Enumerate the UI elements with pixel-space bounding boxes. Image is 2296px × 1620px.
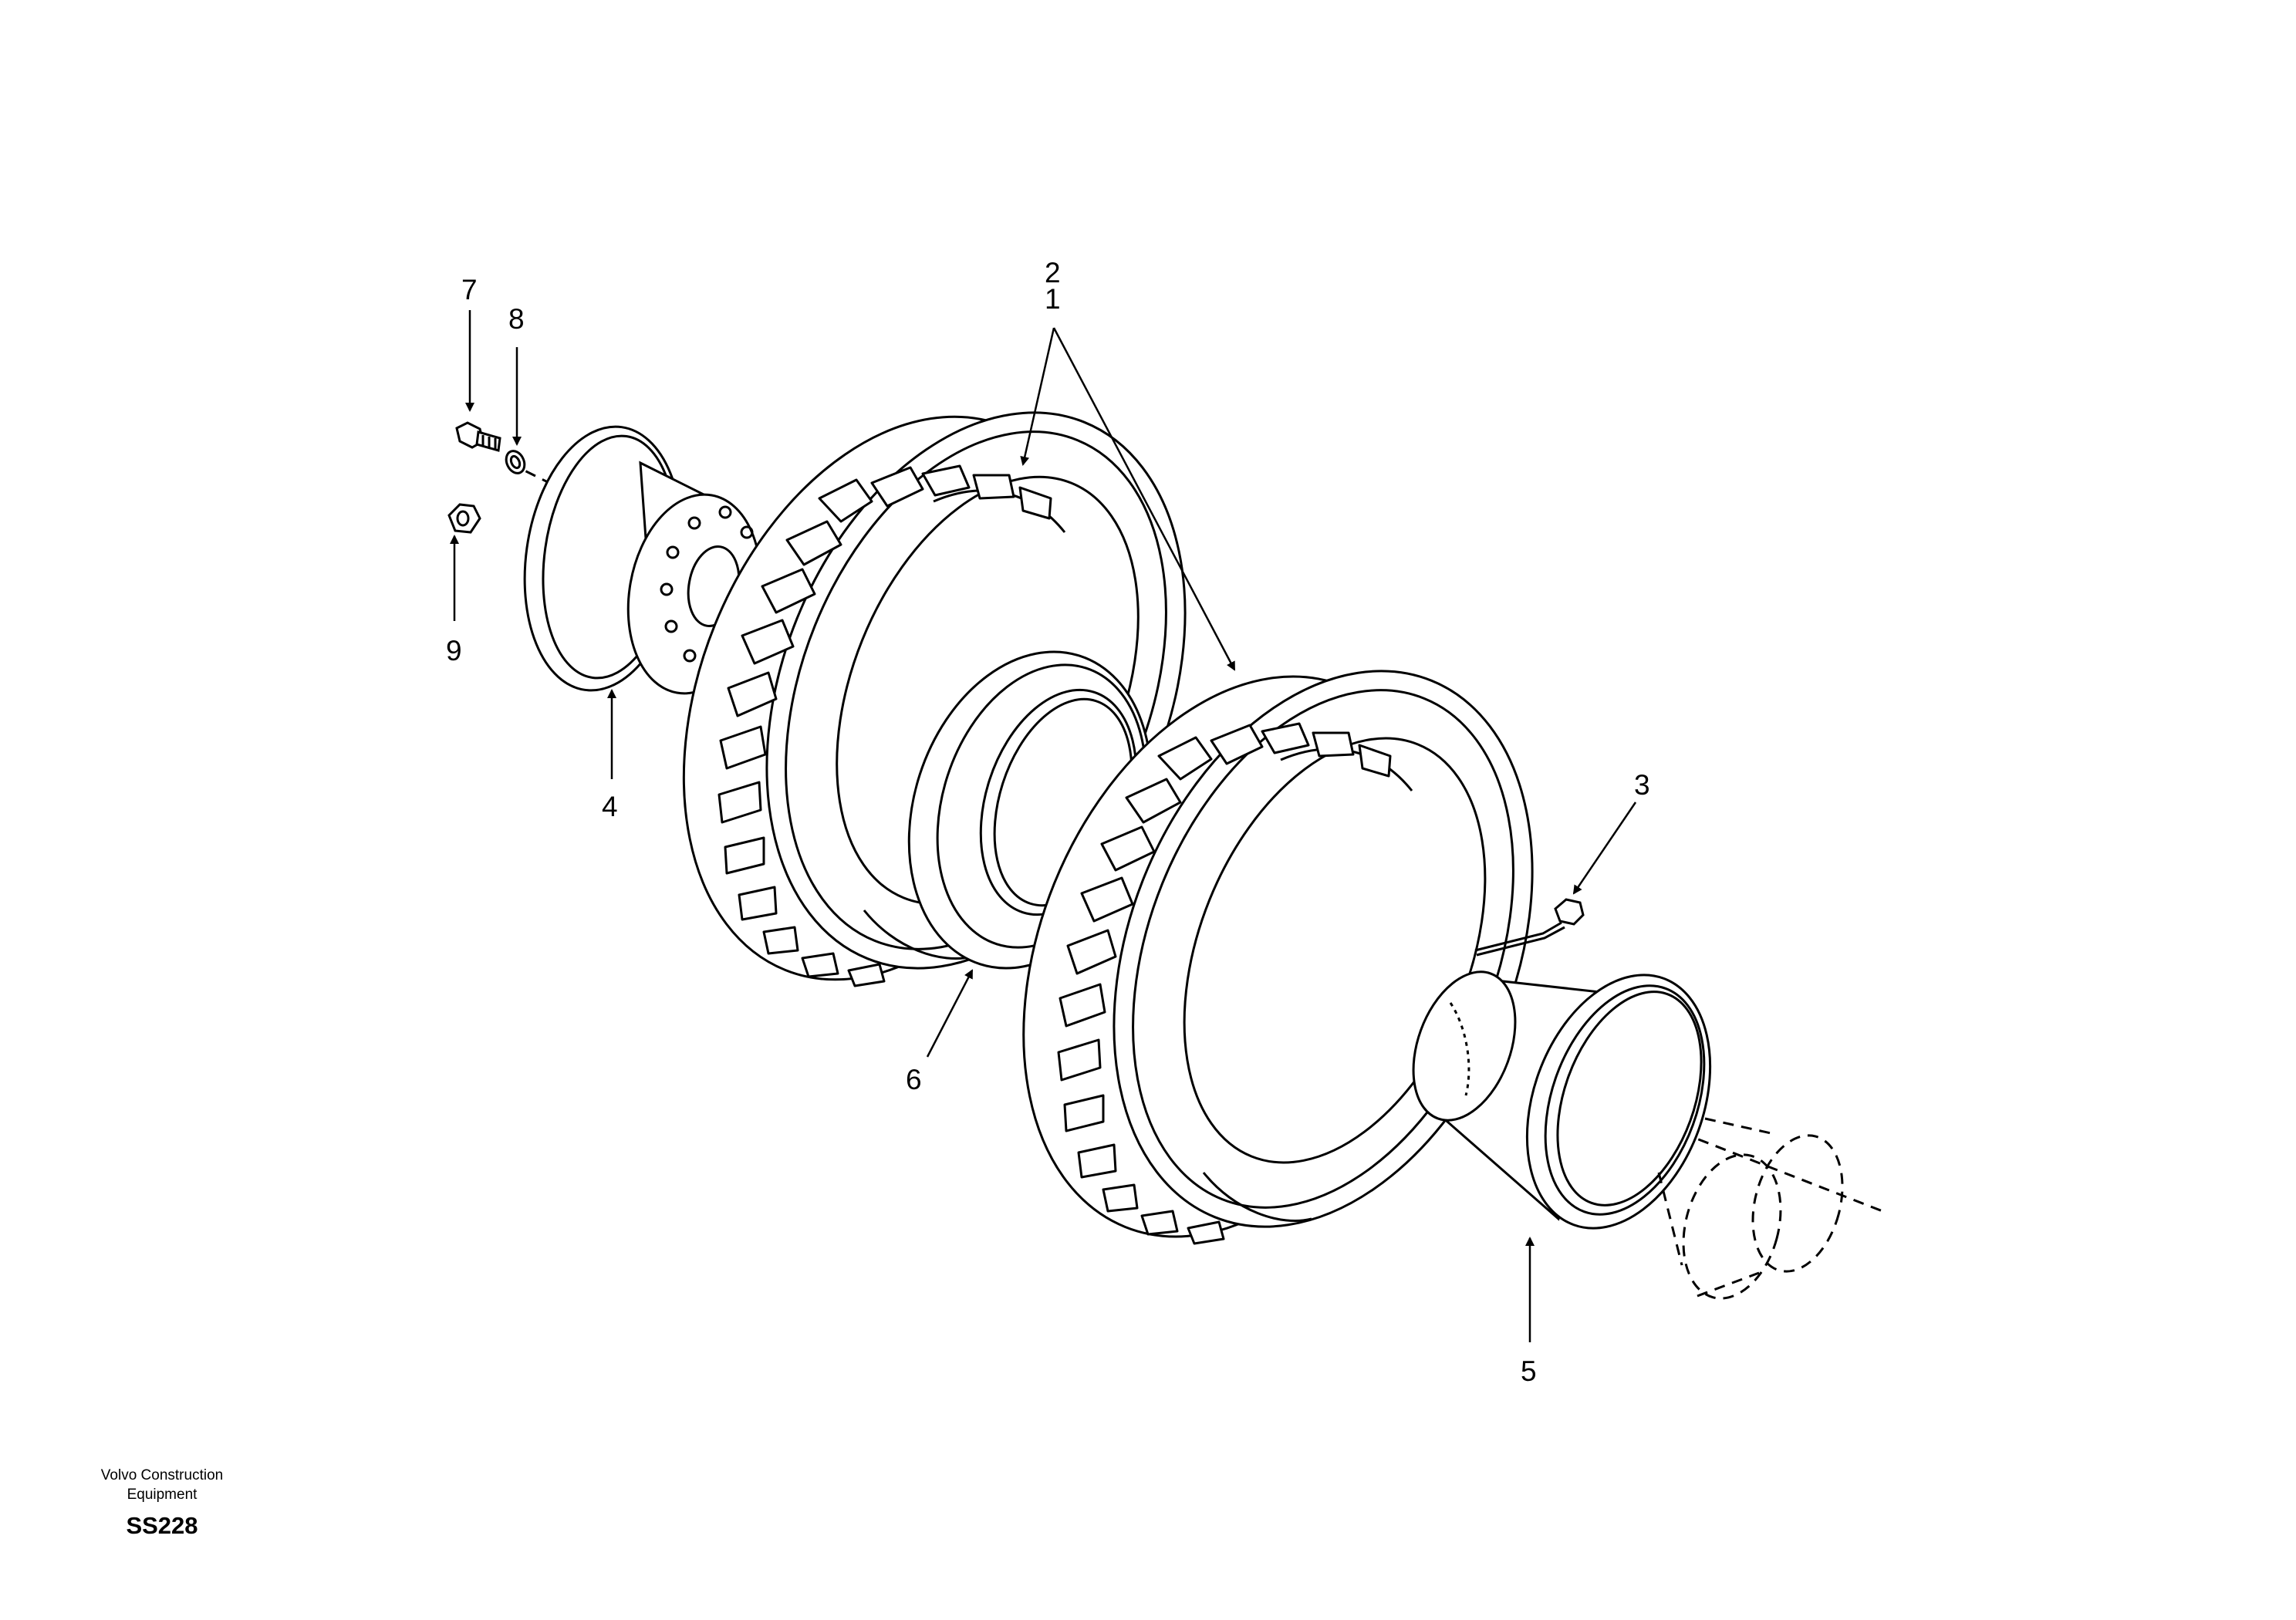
- callout-4: 4: [602, 791, 618, 822]
- brand-line-1: Volvo Construction: [100, 1467, 224, 1483]
- brand-line-2: Equipment: [127, 1487, 198, 1503]
- callout-3: 3: [1634, 769, 1650, 801]
- callout-1: 1: [1045, 283, 1061, 315]
- callout-6: 6: [906, 1064, 922, 1095]
- part-3-valve[interactable]: [1474, 898, 1585, 957]
- callout-8: 8: [508, 303, 525, 335]
- tyre-left-tread-lugs: [718, 464, 1052, 987]
- diagram-code: SS228: [126, 1512, 198, 1539]
- leader-lines: [450, 310, 1637, 1342]
- axle-hub-phantom: [1657, 1117, 1844, 1300]
- part-9-nut[interactable]: [447, 503, 481, 534]
- part-1-tyre-right[interactable]: [945, 609, 1611, 1300]
- part-5-wheel-rim[interactable]: [1394, 950, 1743, 1254]
- footer-brand-block: Volvo Construction Equipment SS228: [46, 1466, 278, 1540]
- part-8-washer[interactable]: [503, 448, 528, 476]
- callout-5: 5: [1521, 1355, 1537, 1387]
- tyre-right-tread-lugs: [1057, 722, 1392, 1245]
- part-7-bolt[interactable]: [455, 421, 501, 452]
- callout-2: 2: [1045, 257, 1061, 289]
- callout-7: 7: [461, 274, 478, 305]
- callout-9: 9: [446, 635, 462, 667]
